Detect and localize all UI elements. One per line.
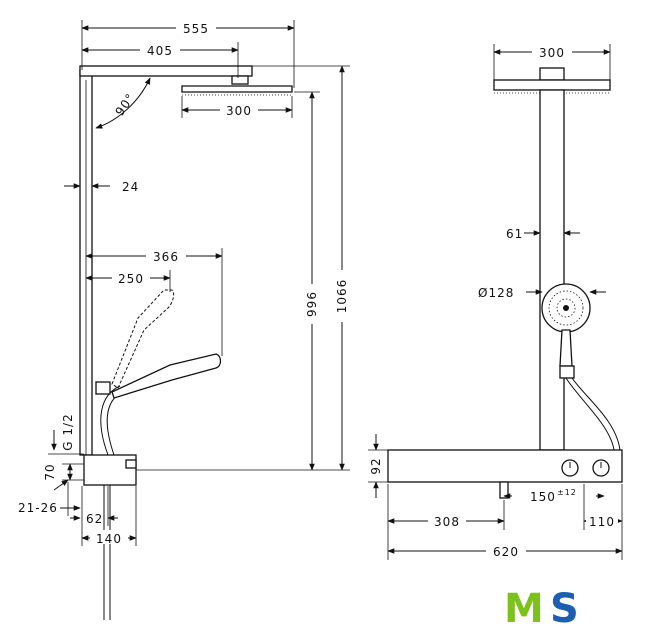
dim-head-diameter-side: 300: [181, 96, 293, 118]
dim-thread: G 1/2: [48, 413, 84, 455]
shower-column-side: [79, 65, 293, 620]
dim-handshower-reach: 366: [85, 248, 223, 356]
dim-996: 996: [305, 291, 319, 317]
dim-21-26: 21-26: [18, 501, 58, 515]
side-view: 555 405 90° 300 24: [18, 20, 350, 620]
dim-thermostat-height-side: 70: [43, 463, 84, 481]
dim-connection-spacing: 150 ±12: [503, 488, 605, 504]
dim-61: 61: [506, 227, 523, 241]
dim-g12: G 1/2: [61, 413, 75, 450]
dim-300-side: 300: [226, 104, 252, 118]
dim-handshower-diameter: Ø128: [478, 286, 606, 300]
dim-140: 140: [96, 532, 122, 546]
dim-110: 110: [589, 515, 615, 529]
dim-total-width-side: 555: [81, 20, 295, 88]
dim-right-offset: 110: [583, 484, 623, 530]
dim-90deg: 90°: [113, 91, 138, 119]
dim-24: 24: [122, 180, 139, 194]
dim-62: 62: [86, 512, 103, 526]
dim-wall-offset: 21-26: [18, 479, 81, 516]
dim-total-width-front: 620: [387, 530, 623, 560]
dim-150: 150: [530, 490, 556, 504]
dim-405: 405: [147, 44, 173, 58]
logo-letter-s: S: [550, 586, 579, 632]
dim-angle: 90°: [95, 77, 151, 129]
dim-head-diameter-front: 300: [493, 44, 611, 80]
dim-handshower-reach-short: 250: [85, 270, 171, 292]
shower-column-front: [387, 67, 623, 499]
dim-total-height-side: 1066: [136, 65, 350, 471]
ms-logo: M S: [504, 586, 579, 632]
dim-308: 308: [434, 515, 460, 529]
dim-base-width: 140: [81, 486, 137, 546]
dim-300-front: 300: [539, 46, 565, 60]
dim-arm-reach: 405: [81, 42, 239, 78]
dim-620: 620: [493, 545, 519, 559]
dim-pipe-offset: 24: [64, 180, 139, 194]
dim-366: 366: [153, 250, 179, 264]
dim-left-to-connection: 308: [387, 484, 505, 530]
dim-250: 250: [118, 272, 144, 286]
dim-555: 555: [183, 22, 209, 36]
dim-outlet-height: 996: [294, 91, 320, 471]
dim-o128: Ø128: [478, 286, 514, 300]
dim-base-depth: 62: [70, 486, 118, 526]
front-view: 300 61 Ø128 92 150 ±12: [368, 44, 623, 560]
dim-pipe-width: 61: [506, 227, 580, 241]
dim-150-tolerance: ±12: [557, 488, 577, 497]
dim-1066: 1066: [335, 279, 349, 314]
dim-92: 92: [369, 457, 383, 474]
logo-letter-m: M: [504, 586, 544, 632]
dim-thermostat-height-front: 92: [368, 434, 388, 498]
dim-70: 70: [43, 463, 57, 480]
